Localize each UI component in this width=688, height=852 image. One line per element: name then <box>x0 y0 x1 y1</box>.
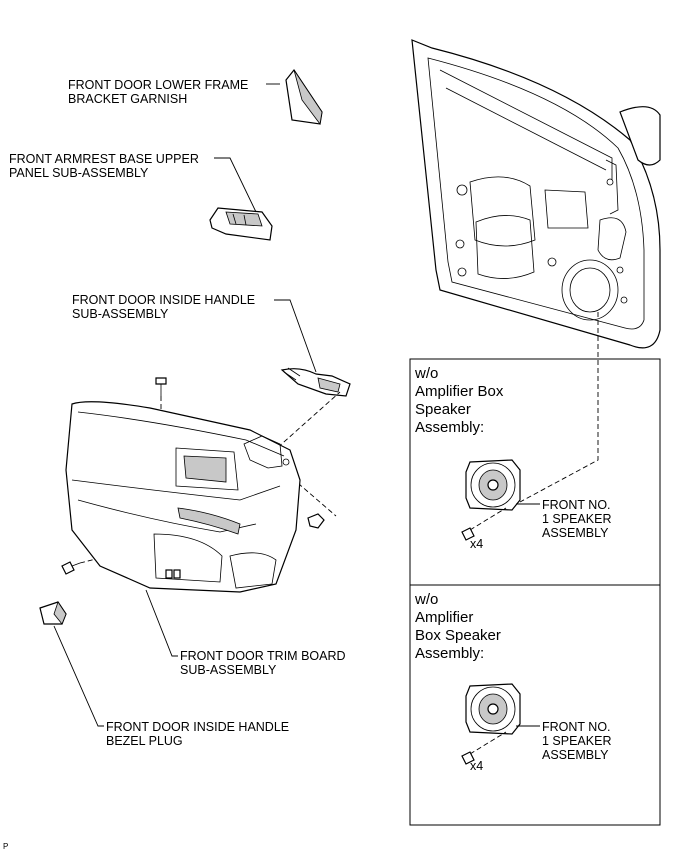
clip-icon <box>307 513 325 529</box>
condition-box-2 <box>409 584 661 826</box>
leader-inside-handle <box>274 299 317 373</box>
screw-icon <box>155 377 167 396</box>
speaker-icon <box>465 683 521 735</box>
screw-icon <box>461 751 475 765</box>
speaker-screw-path-2 <box>469 731 507 755</box>
box1-part-label-1: FRONT NO. <box>542 498 611 512</box>
label-lower-frame-garnish-2: BRACKET GARNISH <box>68 92 187 106</box>
leader-armrest-panel <box>214 157 257 213</box>
label-bezel-plug-2: BEZEL PLUG <box>106 734 183 748</box>
box2-condition-3: Box Speaker <box>415 627 501 644</box>
box1-part-label-2: 1 SPEAKER <box>542 512 611 526</box>
box2-part-label-2: 1 SPEAKER <box>542 734 611 748</box>
label-bezel-plug-1: FRONT DOOR INSIDE HANDLE <box>106 720 289 734</box>
label-trim-board-1: FRONT DOOR TRIM BOARD <box>180 649 346 663</box>
trim-board-part <box>65 401 301 593</box>
label-armrest-panel-1: FRONT ARMREST BASE UPPER <box>9 152 199 166</box>
box1-condition-1: w/o <box>414 365 438 382</box>
label-lower-frame-garnish-1: FRONT DOOR LOWER FRAME <box>68 78 248 92</box>
box2-condition-2: Amplifier <box>415 609 473 626</box>
label-armrest-panel-2: PANEL SUB-ASSEMBLY <box>9 166 149 180</box>
screw-icon <box>461 527 475 541</box>
inside-handle-part <box>280 367 351 397</box>
armrest-upper-panel-part <box>209 207 273 241</box>
speaker-install-path <box>519 312 599 503</box>
label-inside-handle-2: SUB-ASSEMBLY <box>72 307 169 321</box>
screw-icon <box>61 561 81 575</box>
box2-part-label-1: FRONT NO. <box>542 720 611 734</box>
bezel-plug-part <box>39 601 67 625</box>
label-inside-handle-1: FRONT DOOR INSIDE HANDLE <box>72 293 255 307</box>
label-trim-board-2: SUB-ASSEMBLY <box>180 663 277 677</box>
lower-frame-garnish-part <box>285 68 323 125</box>
box2-condition-4: Assembly: <box>415 645 484 662</box>
leader-bezel-plug <box>53 625 104 727</box>
box1-condition-3: Speaker <box>415 401 471 418</box>
speaker-icon <box>465 459 521 511</box>
box1-condition-4: Assembly: <box>415 419 484 436</box>
box1-part-label-3: ASSEMBLY <box>542 526 609 540</box>
box2-quantity: x4 <box>470 759 483 773</box>
box2-part-label-3: ASSEMBLY <box>542 748 609 762</box>
box2-condition-1: w/o <box>414 591 438 608</box>
corner-mark: P <box>3 842 8 851</box>
door-panel-illustration <box>411 39 661 349</box>
box1-condition-2: Amplifier Box <box>415 383 504 400</box>
speaker-screw-path-1 <box>469 507 507 531</box>
box1-quantity: x4 <box>470 537 483 551</box>
leader-trim-board <box>145 589 178 657</box>
